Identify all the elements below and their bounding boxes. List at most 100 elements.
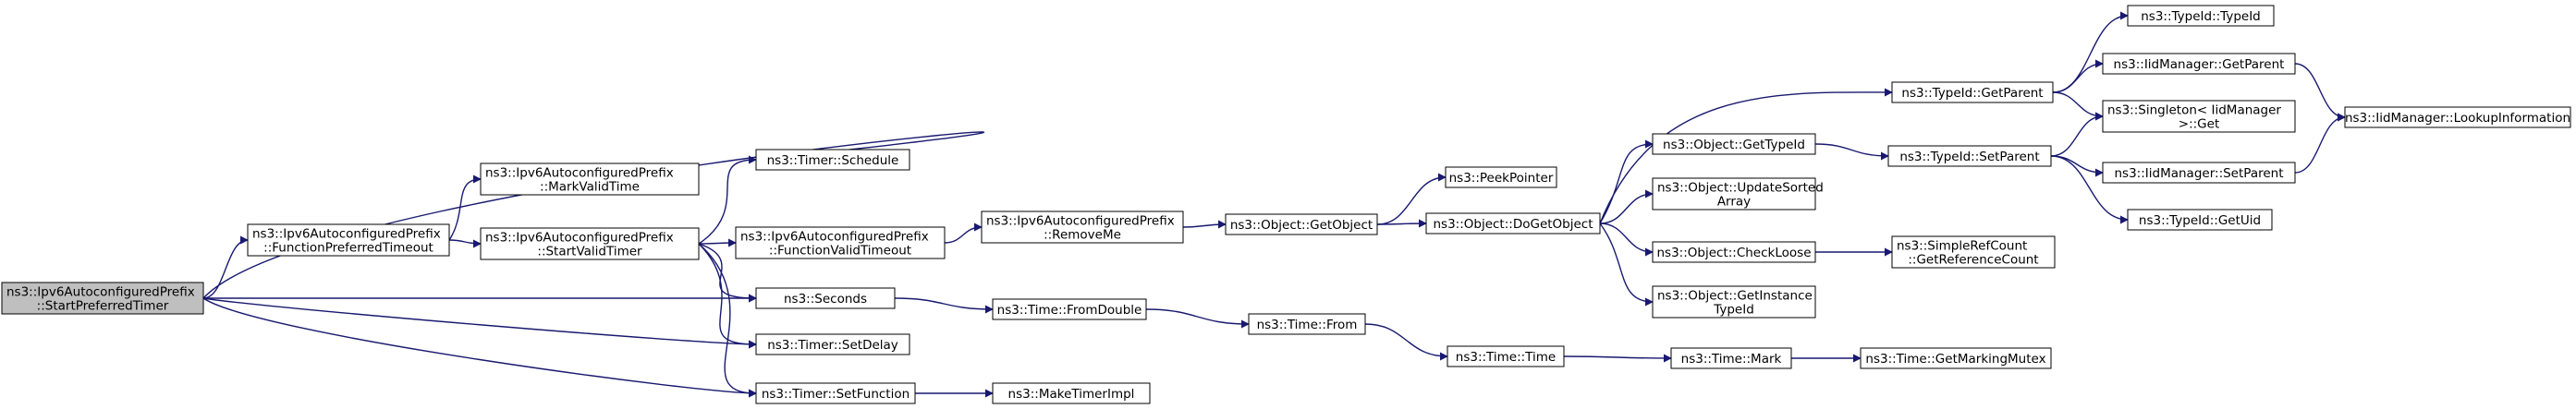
node-label: ns3::Ipv6AutoconfiguredPrefix xyxy=(986,214,1175,229)
node-singleton_get[interactable]: ns3::Singleton< IidManager >::Get xyxy=(2102,100,2296,133)
node-label: TypeId xyxy=(1713,303,1754,318)
node-fpt[interactable]: ns3::Ipv6AutoconfiguredPrefix::FunctionP… xyxy=(247,223,450,257)
node-fromdouble[interactable]: ns3::Time::FromDouble xyxy=(992,298,1147,320)
edge-timetime-to-timemark xyxy=(1563,354,1672,363)
node-getmarkingmutex[interactable]: ns3::Time::GetMarkingMutex xyxy=(1860,347,2052,369)
edge-removeme-to-getobject xyxy=(1182,220,1227,229)
node-box xyxy=(992,298,1147,320)
node-label: ns3::Timer::SetDelay xyxy=(767,338,898,353)
node-label: ns3::Ipv6AutoconfiguredPrefix xyxy=(6,285,195,300)
node-label: ns3::Time::Mark xyxy=(1681,352,1782,367)
node-label: ns3::Object::GetObject xyxy=(1230,218,1373,233)
node-box xyxy=(480,162,700,196)
node-box xyxy=(2102,100,2296,133)
node-box xyxy=(1891,81,2054,103)
edge-svt-to-schedule xyxy=(698,155,757,245)
node-label: ns3::Ipv6AutoconfiguredPrefix xyxy=(740,230,929,245)
node-tid_typeid[interactable]: ns3::TypeId::TypeId xyxy=(2127,5,2275,27)
node-box xyxy=(1445,166,1557,188)
node-seconds[interactable]: ns3::Seconds xyxy=(755,287,896,309)
node-label: ns3::Ipv6AutoconfiguredPrefix xyxy=(252,227,441,242)
node-label: ns3::SimpleRefCount xyxy=(1897,239,2027,254)
node-label: ns3::Time::GetMarkingMutex xyxy=(1865,352,2045,367)
node-label: ns3::Object::GetTypeId xyxy=(1663,138,1805,152)
node-label: ns3::IidManager::SetParent xyxy=(2115,166,2284,181)
node-box xyxy=(1248,313,1366,335)
node-setdelay[interactable]: ns3::Timer::SetDelay xyxy=(755,333,910,355)
node-label: ::StartValidTimer xyxy=(537,245,642,259)
edges-layer xyxy=(202,11,2346,398)
edge-start-to-fpt xyxy=(202,235,249,299)
node-label: ns3::Ipv6AutoconfiguredPrefix xyxy=(485,231,674,246)
edge-svt-to-fvt xyxy=(698,238,737,247)
node-label: ns3::Timer::Schedule xyxy=(767,153,899,168)
node-tid_setparent[interactable]: ns3::TypeId::SetParent xyxy=(1887,145,2052,167)
node-box xyxy=(2344,106,2571,128)
edge-start-to-setdelay xyxy=(202,297,757,349)
node-box xyxy=(755,149,910,171)
node-box xyxy=(1425,212,1601,235)
node-label: ::FunctionPreferredTimeout xyxy=(263,241,433,256)
node-mvt[interactable]: ns3::Ipv6AutoconfiguredPrefix::MarkValid… xyxy=(480,162,700,196)
node-getrefcount[interactable]: ns3::SimpleRefCount::GetReferenceCount xyxy=(1891,235,2056,269)
node-box xyxy=(992,382,1151,404)
node-iid_getparent[interactable]: ns3::IidManager::GetParent xyxy=(2102,53,2296,75)
node-label: ns3::Object::UpdateSorted xyxy=(1657,181,1824,196)
edge-iid_getparent-to-lookupinfo xyxy=(2294,63,2346,122)
edge-timefrom-to-timetime xyxy=(1364,323,1448,361)
node-box xyxy=(1860,347,2052,369)
node-box xyxy=(1652,133,1816,155)
node-box xyxy=(1670,347,1792,369)
node-label: ::RemoveMe xyxy=(1044,228,1121,243)
node-dogetobject[interactable]: ns3::Object::DoGetObject xyxy=(1425,212,1601,235)
node-box xyxy=(1652,285,1816,319)
edge-dogetobject-to-checkloose xyxy=(1599,223,1654,257)
node-box xyxy=(1887,145,2052,167)
node-svt[interactable]: ns3::Ipv6AutoconfiguredPrefix::StartVali… xyxy=(480,227,700,260)
node-timefrom[interactable]: ns3::Time::From xyxy=(1248,313,1366,335)
node-label: ns3::TypeId::TypeId xyxy=(2141,9,2261,24)
node-label: ns3::IidManager::LookupInformation xyxy=(2345,111,2570,126)
node-iid_setparent[interactable]: ns3::IidManager::SetParent xyxy=(2102,162,2296,184)
node-box xyxy=(247,223,450,257)
node-label: ns3::Ipv6AutoconfiguredPrefix xyxy=(485,166,674,181)
edge-dogetobject-to-updatesorted xyxy=(1599,189,1654,224)
node-tid_getuid[interactable]: ns3::TypeId::GetUid xyxy=(2127,209,2273,231)
node-label: >::Get xyxy=(2179,117,2219,132)
nodes-layer: ns3::Ipv6AutoconfiguredPrefix::StartPref… xyxy=(1,5,2571,404)
node-getobject[interactable]: ns3::Object::GetObject xyxy=(1225,213,1378,235)
node-tid_getparent[interactable]: ns3::TypeId::GetParent xyxy=(1891,81,2054,103)
node-box xyxy=(1652,177,1816,211)
node-obj_gettypeid[interactable]: ns3::Object::GetTypeId xyxy=(1652,133,1816,155)
node-label: ns3::TypeId::GetUid xyxy=(2139,213,2261,228)
edge-fpt-to-mvt xyxy=(448,174,482,241)
node-setfunction[interactable]: ns3::Timer::SetFunction xyxy=(755,382,916,404)
edge-getobject-to-dogetobject xyxy=(1376,219,1427,228)
node-lookupinfo[interactable]: ns3::IidManager::LookupInformation xyxy=(2344,106,2571,128)
node-maketimerimpl[interactable]: ns3::MakeTimerImpl xyxy=(992,382,1151,404)
node-fvt[interactable]: ns3::Ipv6AutoconfiguredPrefix::FunctionV… xyxy=(735,226,946,259)
node-box xyxy=(981,211,1184,244)
edge-iid_setparent-to-lookupinfo xyxy=(2294,113,2346,174)
edge-svt-to-setfunction xyxy=(698,243,757,398)
node-timetime[interactable]: ns3::Time::Time xyxy=(1447,345,1565,367)
node-box xyxy=(1447,345,1565,367)
node-schedule[interactable]: ns3::Timer::Schedule xyxy=(755,149,910,171)
node-label: ::GetReferenceCount xyxy=(1908,253,2038,268)
node-box xyxy=(1652,241,1816,263)
node-removeme[interactable]: ns3::Ipv6AutoconfiguredPrefix::RemoveMe xyxy=(981,211,1184,244)
node-label: ns3::Singleton< IidManager xyxy=(2107,103,2281,118)
node-peekpointer[interactable]: ns3::PeekPointer xyxy=(1445,166,1557,188)
node-box xyxy=(2127,209,2273,231)
node-label: ns3::Time::Time xyxy=(1456,350,1556,365)
edge-getobject-to-peekpointer xyxy=(1376,173,1447,225)
node-timemark[interactable]: ns3::Time::Mark xyxy=(1670,347,1792,369)
node-label: ns3::Time::From xyxy=(1257,318,1358,332)
node-checkloose[interactable]: ns3::Object::CheckLoose xyxy=(1652,241,1816,263)
node-label: ns3::Seconds xyxy=(784,292,867,307)
node-box xyxy=(755,333,910,355)
edge-dogetobject-to-getinstance xyxy=(1599,223,1654,307)
